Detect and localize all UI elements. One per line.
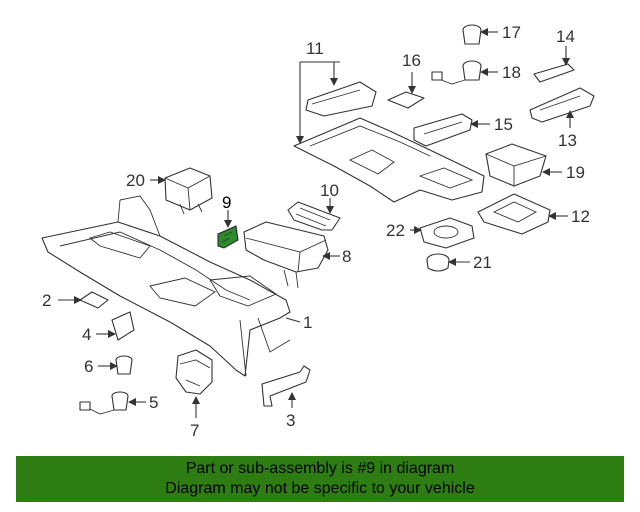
part-17-socket[interactable] xyxy=(462,24,482,45)
callout-5[interactable]: 5 xyxy=(149,393,158,412)
callout-8[interactable]: 8 xyxy=(342,247,351,266)
part-19-bin[interactable] xyxy=(485,143,547,187)
part-12-panel[interactable] xyxy=(477,193,551,235)
callout-3[interactable]: 3 xyxy=(286,411,295,430)
callout-1[interactable]: 1 xyxy=(303,313,312,332)
callout-11[interactable]: 11 xyxy=(306,39,324,58)
callout-15[interactable]: 15 xyxy=(494,115,513,134)
callout-16[interactable]: 16 xyxy=(402,51,421,70)
callout-18[interactable]: 18 xyxy=(502,63,521,82)
part-22-ring[interactable] xyxy=(419,217,475,249)
part-1-console-body[interactable] xyxy=(41,195,291,377)
part-11-trim-panel[interactable] xyxy=(293,81,485,203)
callout-7[interactable]: 7 xyxy=(190,421,199,440)
part-16-cover[interactable] xyxy=(387,91,425,109)
part-5-socket-wire[interactable] xyxy=(79,391,129,415)
part-10-bracket[interactable] xyxy=(287,201,341,231)
part-4-plate[interactable] xyxy=(111,311,135,341)
parts-diagram: 1 2 3 4 5 6 7 8 9 10 11 12 13 14 15 16 1… xyxy=(41,23,595,440)
part-14-cover[interactable] xyxy=(533,63,575,83)
part-20-module[interactable] xyxy=(164,167,213,215)
banner-line-part-number: Part or sub-assembly is #9 in diagram xyxy=(185,460,455,477)
callout-21[interactable]: 21 xyxy=(473,253,492,272)
callout-4[interactable]: 4 xyxy=(82,325,91,344)
banner-line-disclaimer: Diagram may not be specific to your vehi… xyxy=(165,480,475,497)
callout-2[interactable]: 2 xyxy=(42,291,51,310)
part-2-clip[interactable] xyxy=(79,291,109,309)
callout-22[interactable]: 22 xyxy=(386,221,405,240)
callout-20[interactable]: 20 xyxy=(126,171,145,190)
callout-10[interactable]: 10 xyxy=(320,181,339,200)
callout-14[interactable]: 14 xyxy=(556,27,575,46)
part-21-knob[interactable] xyxy=(426,253,450,272)
part-9-highlighted[interactable] xyxy=(217,225,239,249)
callout-12[interactable]: 12 xyxy=(571,207,590,226)
callout-labels: 1 2 3 4 5 6 7 8 9 10 11 12 13 14 15 16 1… xyxy=(42,23,590,440)
callout-9-highlighted[interactable]: 9 xyxy=(222,193,231,212)
part-15-tray[interactable] xyxy=(413,113,473,147)
info-banner: Part or sub-assembly is #9 in diagram Di… xyxy=(16,456,624,502)
part-13-tray[interactable] xyxy=(529,87,595,123)
callout-17[interactable]: 17 xyxy=(502,23,521,42)
callout-13[interactable]: 13 xyxy=(558,131,577,150)
part-6-socket[interactable] xyxy=(115,355,133,375)
callout-6[interactable]: 6 xyxy=(84,357,93,376)
part-18-socket-wire[interactable] xyxy=(431,60,482,85)
part-8-armrest[interactable] xyxy=(243,221,329,289)
part-7-cupholder[interactable] xyxy=(175,349,213,395)
callout-19[interactable]: 19 xyxy=(566,163,585,182)
leader-lines xyxy=(58,28,574,418)
part-3-bracket[interactable] xyxy=(261,365,311,407)
